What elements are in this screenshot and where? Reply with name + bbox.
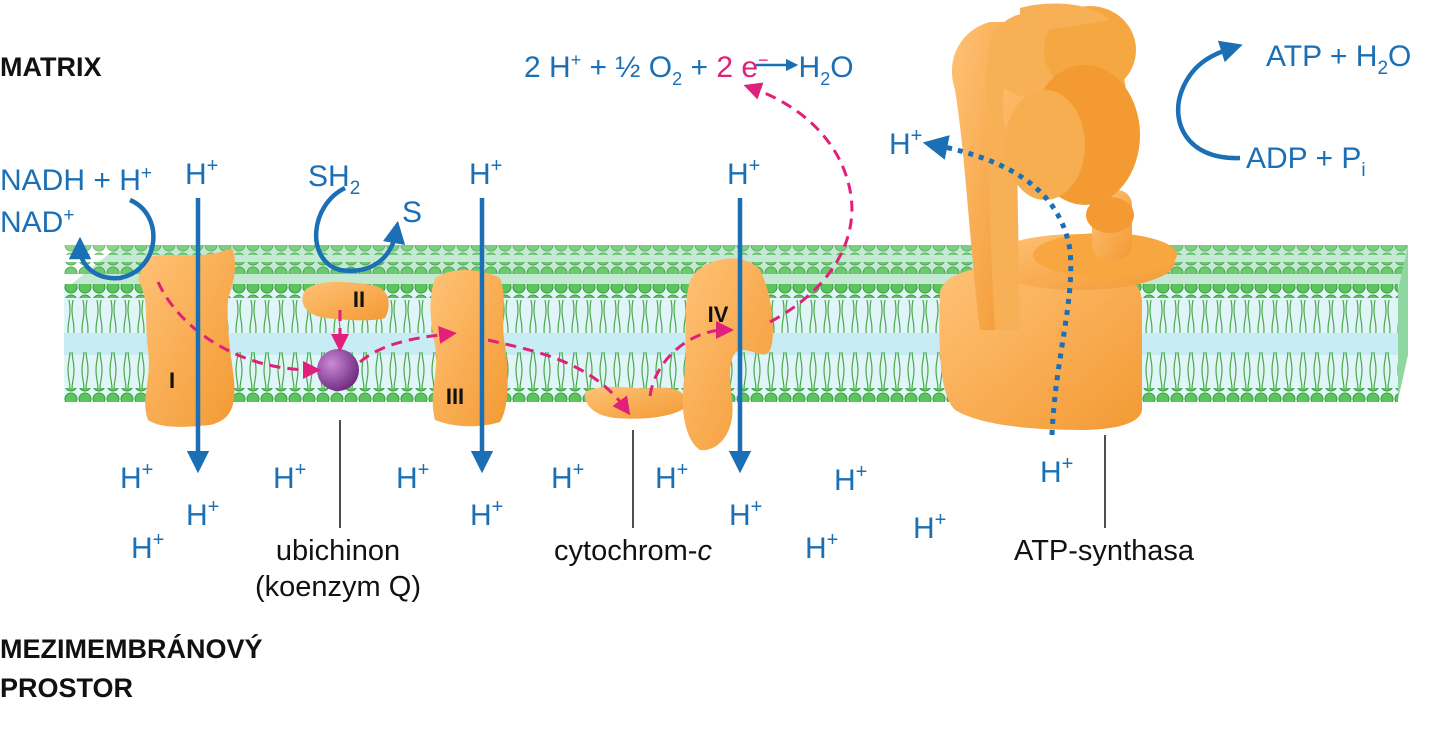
proton-label: H+	[186, 496, 219, 532]
proton-label: H+	[551, 459, 584, 495]
cytochrome-c	[584, 386, 686, 419]
proton-label: H+	[131, 529, 164, 565]
intermembrane-label-line1: MEZIMEMBRÁNOVÝ	[0, 633, 263, 664]
water-formation-label: 2 H+ + ½ O2 + 2 e−H2O	[524, 50, 854, 89]
complex-iv	[682, 258, 773, 451]
proton-label: H+	[185, 155, 218, 191]
proton-label: H+	[655, 459, 688, 495]
proton-pump-arrows	[186, 198, 752, 474]
proton-label: H+	[1040, 453, 1073, 489]
matrix-label: MATRIX	[0, 52, 102, 82]
proton-label: H+	[913, 509, 946, 545]
cytochrome-c-label: cytochrom-c	[554, 535, 712, 567]
ubiquinone-label: ubichinon	[276, 535, 400, 567]
callout-lines	[339, 420, 1106, 528]
complex-i	[138, 248, 236, 427]
intermembrane-label-line2: PROSTOR	[0, 673, 133, 703]
sh2-label: SH2	[308, 160, 360, 199]
proton-label: H+	[805, 529, 838, 565]
coenzyme-q-label: (koenzym Q)	[255, 571, 421, 603]
complex-i-label: I	[169, 368, 175, 393]
adp-pi-label: ADP + Pi	[1246, 142, 1366, 181]
proton-label: H+	[727, 155, 760, 191]
proton-label: H+	[396, 459, 429, 495]
complex-iii	[430, 270, 508, 427]
proton-label: H+	[273, 459, 306, 495]
proton-label: H+	[889, 125, 922, 161]
atp-synthase-label: ATP-synthasa	[1014, 535, 1195, 567]
complex-iv-label: IV	[708, 302, 729, 327]
ubiquinone-sphere	[317, 349, 359, 391]
proton-label: H+	[470, 496, 503, 532]
proton-label: H+	[834, 461, 867, 497]
proton-label: H+	[469, 155, 502, 191]
proton-label: H+	[729, 496, 762, 532]
proton-label: H+	[120, 459, 153, 495]
nadh-label: NADH + H+	[0, 163, 152, 197]
nad-label: NAD+	[0, 205, 74, 239]
redox-curved-arrows	[68, 40, 1243, 281]
complex-ii	[302, 281, 389, 321]
electron-path	[156, 82, 854, 416]
complex-ii-label: II	[353, 287, 365, 312]
s-label: S	[402, 196, 422, 229]
proton-labels: H+ H+ H+ H+ H+ H+ H+ H+ H+ H+ H+ H+ H+ H…	[120, 125, 1073, 565]
complex-iii-label: III	[446, 384, 464, 409]
atp-water-label: ATP + H2O	[1266, 40, 1411, 79]
atp-synthase-complex	[939, 3, 1177, 430]
